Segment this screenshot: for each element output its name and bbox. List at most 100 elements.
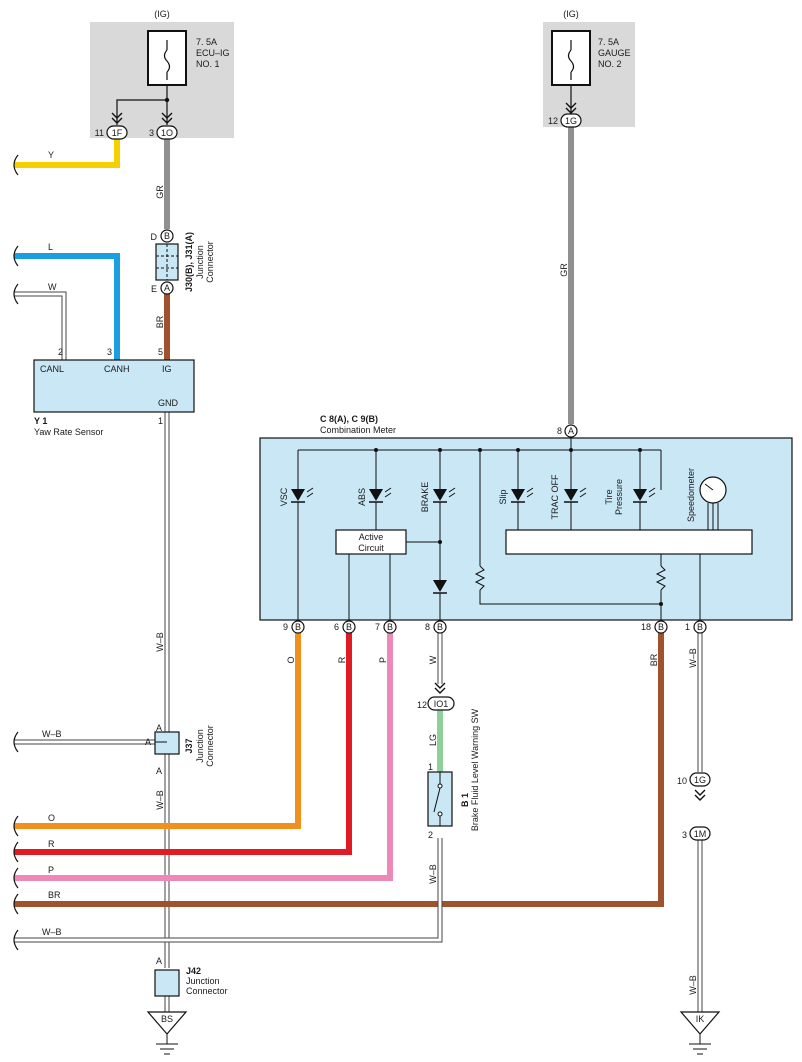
wire-label-br-top: BR	[155, 315, 165, 328]
wire-o: O O	[13, 632, 301, 837]
svg-text:12: 12	[417, 700, 427, 710]
meter-pin-6: 6 B	[334, 620, 356, 634]
wire-label-lg: LG	[428, 734, 438, 746]
svg-text:A: A	[568, 426, 574, 436]
svg-text:BRAKE: BRAKE	[420, 482, 430, 513]
svg-text:Connector: Connector	[205, 725, 215, 767]
svg-text:A: A	[156, 766, 162, 776]
fuse-right-ig-label: (IG)	[563, 9, 579, 19]
svg-text:1F: 1F	[112, 128, 123, 138]
resistor-right	[655, 554, 701, 620]
svg-text:3: 3	[682, 830, 687, 840]
svg-text:Junction: Junction	[195, 245, 205, 279]
wire-label-o: O	[286, 656, 296, 663]
svg-text:E: E	[151, 284, 157, 294]
svg-text:8: 8	[557, 426, 562, 436]
wire-label-gr-right: GR	[559, 263, 569, 277]
svg-text:Slip: Slip	[498, 489, 508, 504]
wire-wb-left-main: W–B W–B	[155, 412, 170, 1012]
connector-1g-bottom: 10 1G	[677, 772, 711, 787]
yaw-canl-label: CANL	[40, 364, 64, 374]
svg-text:B: B	[658, 622, 664, 632]
svg-text:8: 8	[425, 622, 430, 632]
wire-label-w: W	[48, 282, 57, 292]
svg-text:1: 1	[685, 622, 690, 632]
svg-text:5: 5	[158, 347, 163, 357]
wire-w-meter: W	[428, 632, 446, 694]
meter-pin-8: 8 B	[425, 620, 447, 634]
svg-text:Tire: Tire	[604, 489, 614, 504]
svg-text:Junction: Junction	[195, 729, 205, 763]
svg-text:2: 2	[428, 830, 433, 840]
connector-1g-top: 12 1G	[548, 113, 582, 128]
svg-text:Active: Active	[359, 532, 384, 542]
wire-label-wb-meter: W–B	[688, 648, 698, 668]
yaw-rate-sensor: 2 3 5 CANL CANH IG GND 1 Y 1 Yaw Rate Se…	[33, 347, 195, 437]
brake-fluid-level-switch: 1 2 B 1 Brake Fluid Level Warning SW	[427, 708, 480, 840]
svg-text:Pressure: Pressure	[614, 479, 624, 515]
svg-text:VSC: VSC	[279, 487, 289, 506]
svg-text:B: B	[295, 622, 301, 632]
meter-name: Combination Meter	[320, 425, 396, 435]
meter-pin-1: 1 B	[685, 620, 707, 634]
fuse-left-name2: NO. 1	[196, 59, 220, 69]
wire-label-h-o: O	[48, 813, 55, 823]
wire-wb-right: W–B W–B	[688, 632, 706, 1012]
indicator-tire-pressure: Tire Pressure	[604, 448, 656, 530]
indicator-brake: BRAKE	[420, 450, 456, 620]
svg-text:Circuit: Circuit	[358, 543, 384, 553]
svg-text:1: 1	[158, 416, 163, 426]
fuse-right-rating: 7. 5A	[598, 37, 619, 47]
wire-l: L	[13, 242, 120, 360]
svg-text:B: B	[437, 622, 443, 632]
j37-id: J37	[184, 738, 194, 753]
fuse-left-rating: 7. 5A	[196, 37, 217, 47]
svg-text:Junction: Junction	[186, 976, 220, 986]
wire-br-yaw: BR	[155, 294, 170, 360]
wire-label-wb-right-low: W–B	[688, 975, 698, 995]
svg-text:2: 2	[58, 347, 63, 357]
meter-id: C 8(A), C 9(B)	[320, 414, 378, 424]
wire-label-h-wb-bottom: W–B	[42, 927, 62, 937]
yaw-gnd-label: GND	[158, 398, 179, 408]
wire-label-w-meter: W	[428, 655, 438, 664]
speedometer: Speedometer	[686, 468, 727, 530]
junction-j37: A A A J37 Junction Connector	[145, 723, 215, 776]
yaw-sensor-id: Y 1	[34, 416, 47, 426]
wire-wb-bottom: W–B W–B	[13, 838, 443, 951]
svg-text:11: 11	[95, 128, 104, 138]
wire-r: R R	[13, 632, 352, 863]
svg-text:6: 6	[334, 622, 339, 632]
svg-text:Connector: Connector	[186, 986, 228, 996]
wire-wb-j37: W–B	[13, 729, 155, 753]
wire-label-r: R	[337, 656, 347, 663]
connector-1m: 3 1M	[682, 826, 711, 841]
indicator-slip: Slip	[498, 450, 534, 530]
svg-text:A: A	[164, 283, 170, 293]
svg-text:BS: BS	[161, 1014, 173, 1024]
svg-text:18: 18	[641, 622, 651, 632]
svg-text:A: A	[156, 723, 162, 733]
connector-1o: 3 1O	[149, 125, 178, 140]
indicator-abs: ABS	[357, 450, 392, 530]
svg-text:A: A	[156, 956, 162, 966]
wire-br-meter: BR BR	[13, 632, 664, 915]
svg-text:12: 12	[548, 116, 558, 126]
svg-text:10: 10	[677, 776, 687, 786]
svg-text:3: 3	[107, 347, 112, 357]
resistor-left	[474, 450, 663, 606]
fuse-ecu-ig-no1: (IG) 7. 5A ECU–IG NO. 1	[90, 9, 234, 138]
svg-text:A: A	[145, 737, 151, 747]
fuse-left-name1: ECU–IG	[196, 48, 230, 58]
svg-text:1O: 1O	[161, 128, 173, 138]
fuse-gauge-no2: (IG) 7. 5A GAUGE NO. 2	[543, 9, 635, 127]
svg-text:B: B	[387, 622, 393, 632]
wire-y: Y	[13, 138, 120, 176]
svg-text:B: B	[164, 231, 170, 241]
wire-gr-left: GR	[155, 138, 170, 229]
ground-ik: IK	[679, 1011, 721, 1055]
svg-text:Connector: Connector	[205, 241, 215, 283]
meter-controller	[505, 529, 753, 555]
wire-label-h-br: BR	[48, 890, 61, 900]
